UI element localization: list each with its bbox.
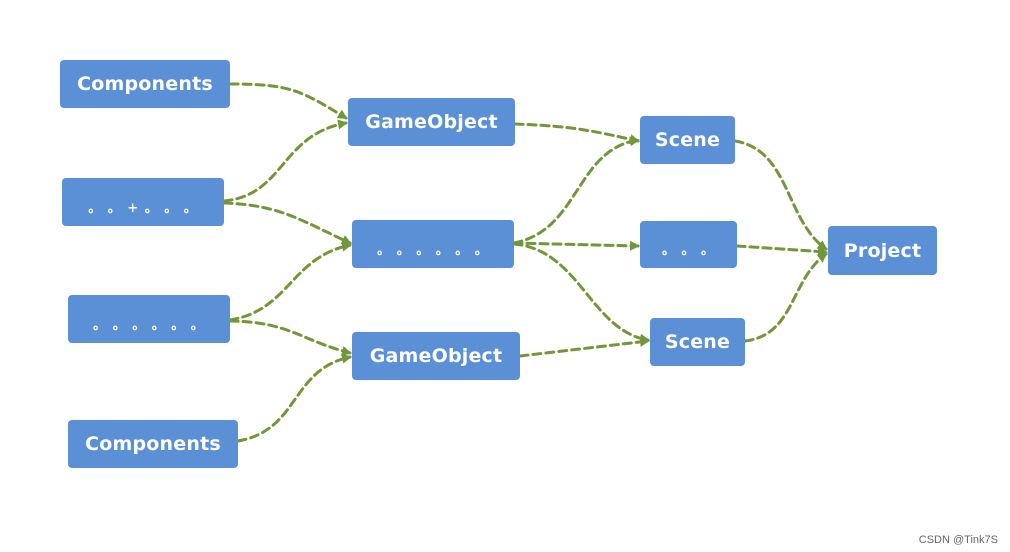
- edge-dots-left-2-to-gameobject-bottom: [228, 319, 352, 356]
- node-components-bottom: Components: [68, 420, 238, 468]
- edge-dots-middle-to-scene-top: [512, 136, 640, 245]
- edge-dots-left-2-to-dots-middle: [228, 241, 352, 322]
- watermark: CSDN @Tink7S: [918, 534, 998, 546]
- edge-scene-top-to-project: [733, 139, 828, 251]
- edge-scene-bottom-to-project: [743, 252, 828, 343]
- edge-gameobject-top-to-scene-top: [513, 122, 640, 145]
- node-dots-middle: 。 。 。 。 。 。: [352, 220, 514, 268]
- node-scene-top: Scene: [640, 116, 735, 164]
- node-scene-bottom: Scene: [650, 318, 745, 366]
- node-dots-left-1: 。 。 + 。 。 。: [62, 178, 224, 226]
- edge-components-top-to-gameobject-top: [228, 82, 348, 120]
- node-gameobject-bottom: GameObject: [352, 332, 520, 380]
- edge-dots-middle-to-dots-right: [512, 240, 640, 251]
- edge-dots-left-1-to-dots-middle: [222, 201, 352, 245]
- edge-dots-left-1-to-gameobject-top: [222, 119, 348, 203]
- edge-components-bottom-to-gameobject-bottom: [236, 353, 352, 443]
- edge-dots-middle-to-scene-bottom: [512, 242, 650, 344]
- node-gameobject-top: GameObject: [348, 98, 515, 146]
- node-components-top: Components: [60, 60, 230, 108]
- node-dots-right: 。 。 。: [640, 221, 737, 268]
- node-dots-left-2: 。 。 。 。 。 。: [68, 295, 230, 343]
- edge-dots-right-to-project: [735, 244, 828, 257]
- node-project: Project: [828, 226, 937, 275]
- edge-gameobject-bottom-to-scene-bottom: [518, 336, 650, 358]
